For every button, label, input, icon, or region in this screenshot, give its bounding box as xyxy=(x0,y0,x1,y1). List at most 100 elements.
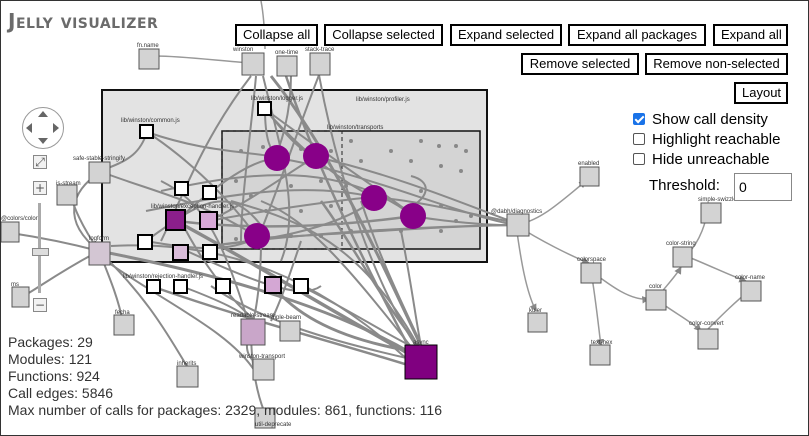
package-node-colorspace[interactable] xyxy=(580,262,602,284)
stat-max-calls: Max number of calls for packages: 2329, … xyxy=(8,402,442,418)
hide-unreachable-checkbox[interactable] xyxy=(633,153,645,165)
show-call-density-option[interactable]: Show call density xyxy=(633,111,768,128)
package-node-triple-beam[interactable] xyxy=(279,320,301,342)
package-node-is-stream[interactable] xyxy=(56,184,78,206)
pan-left-icon[interactable] xyxy=(26,123,32,133)
collapse-all-button[interactable]: Collapse all xyxy=(235,24,318,46)
function-node[interactable] xyxy=(244,223,270,249)
package-node-colors[interactable] xyxy=(1,221,20,243)
layout-button[interactable]: Layout xyxy=(734,82,788,104)
function-node[interactable] xyxy=(264,145,290,171)
label-color-string: color-string xyxy=(666,241,696,247)
pan-navigation-pad[interactable] xyxy=(22,107,64,149)
app-title: Jelly visualizer xyxy=(8,9,159,33)
module-node[interactable] xyxy=(202,185,217,200)
remove-selected-button[interactable]: Remove selected xyxy=(521,53,639,75)
highlight-reachable-checkbox[interactable] xyxy=(633,133,645,145)
module-node[interactable] xyxy=(165,209,186,231)
module-node[interactable] xyxy=(293,278,309,294)
label-triple-beam: triple-beam xyxy=(271,315,301,321)
package-node-fecha[interactable] xyxy=(113,314,135,336)
module-node[interactable] xyxy=(199,211,218,230)
label-fn-name: fn.name xyxy=(137,43,159,49)
label-inherits: inherits xyxy=(177,361,196,367)
threshold-input[interactable] xyxy=(734,173,792,201)
pan-right-icon[interactable] xyxy=(53,123,59,133)
package-node-text-hex[interactable] xyxy=(589,344,611,366)
package-node-readable-stream[interactable] xyxy=(240,318,266,346)
pan-down-icon[interactable] xyxy=(38,138,48,144)
pan-up-icon[interactable] xyxy=(38,111,48,117)
function-node[interactable] xyxy=(400,203,426,229)
label-winston-common: lib/winston/common.js xyxy=(121,118,180,124)
package-node-winston-transport[interactable] xyxy=(252,358,275,381)
package-node-inherits[interactable] xyxy=(176,365,199,388)
module-node[interactable] xyxy=(139,124,154,139)
module-node[interactable] xyxy=(264,276,282,294)
hide-unreachable-label: Hide unreachable xyxy=(652,151,770,168)
label-color-convert: color-convert xyxy=(689,321,724,327)
stat-functions: Functions: 924 xyxy=(8,368,100,384)
package-node-fn-name[interactable] xyxy=(138,48,160,70)
package-node-kuler[interactable] xyxy=(527,312,548,333)
package-node-util-deprecate[interactable] xyxy=(254,407,276,429)
package-node-logform[interactable] xyxy=(88,241,111,266)
label-text-hex: text-hex xyxy=(591,340,612,346)
function-node[interactable] xyxy=(303,143,329,169)
module-node[interactable] xyxy=(215,278,231,294)
label-winston-transports: lib/winston/transports xyxy=(327,125,383,131)
package-node-simple-swizzle[interactable] xyxy=(700,202,722,224)
module-node[interactable] xyxy=(146,279,161,294)
fit-view-icon[interactable]: ⤢ xyxy=(33,155,47,169)
label-is-stream: is-stream xyxy=(56,181,81,187)
label-async: async xyxy=(413,340,429,346)
label-colorspace: colorspace xyxy=(577,257,607,263)
module-node[interactable] xyxy=(202,244,218,260)
package-node-color[interactable] xyxy=(645,289,667,311)
module-node[interactable] xyxy=(257,101,272,116)
package-node-color-name[interactable] xyxy=(740,280,762,302)
highlight-reachable-option[interactable]: Highlight reachable xyxy=(633,131,780,148)
threshold-label: Threshold: xyxy=(649,177,720,194)
winston-internal-modules xyxy=(137,101,309,294)
stat-call-edges: Call edges: 5846 xyxy=(8,385,114,401)
show-call-density-checkbox[interactable] xyxy=(633,113,645,125)
expand-selected-button[interactable]: Expand selected xyxy=(450,24,562,46)
zoom-out-icon[interactable]: − xyxy=(33,298,47,312)
winston-lib-subgroup xyxy=(221,130,343,250)
module-node[interactable] xyxy=(137,234,153,250)
hide-unreachable-option[interactable]: Hide unreachable xyxy=(633,151,770,168)
package-node-stack-trace[interactable] xyxy=(309,52,331,76)
expand-all-packages-button[interactable]: Expand all packages xyxy=(568,24,706,46)
stat-modules: Modules: 121 xyxy=(8,351,93,367)
label-winston-profiler: lib/winston/profiler.js xyxy=(356,97,410,103)
package-node-ms[interactable] xyxy=(11,286,30,308)
function-node[interactable] xyxy=(361,185,387,211)
label-winston-logger: lib/winston/logger.js xyxy=(251,96,303,102)
module-node[interactable] xyxy=(174,181,189,196)
package-node-color-convert[interactable] xyxy=(697,328,719,350)
stat-packages: Packages: 29 xyxy=(8,334,93,350)
module-node[interactable] xyxy=(173,279,188,294)
package-node-enabled[interactable] xyxy=(579,166,600,187)
package-node-color-string[interactable] xyxy=(672,246,693,268)
hot-function-nodes xyxy=(244,143,426,249)
package-node-diagnostics[interactable] xyxy=(506,213,530,237)
zoom-in-icon[interactable]: + xyxy=(33,181,47,195)
zoom-slider-handle[interactable] xyxy=(32,248,49,256)
remove-non-selected-button[interactable]: Remove non-selected xyxy=(645,53,788,75)
package-node-async[interactable] xyxy=(404,344,438,380)
package-node-winston[interactable] xyxy=(241,52,265,76)
package-node-safe-stable-stringify[interactable] xyxy=(88,161,111,184)
node-labels: fn.name winston one-time stack-trace saf… xyxy=(1,43,766,428)
module-node[interactable] xyxy=(172,244,189,261)
label-stack-trace: stack-trace xyxy=(305,47,335,53)
label-color-name: color-name xyxy=(735,275,766,281)
label-ms: ms xyxy=(11,282,19,288)
expand-all-button[interactable]: Expand all xyxy=(713,24,788,46)
package-node-one-time[interactable] xyxy=(276,55,298,77)
graph-statistics: Packages: 29 Modules: 121 Functions: 924… xyxy=(8,334,442,419)
label-simple-swizzle: simple-swizzle xyxy=(698,197,737,203)
collapse-selected-button[interactable]: Collapse selected xyxy=(324,24,443,46)
